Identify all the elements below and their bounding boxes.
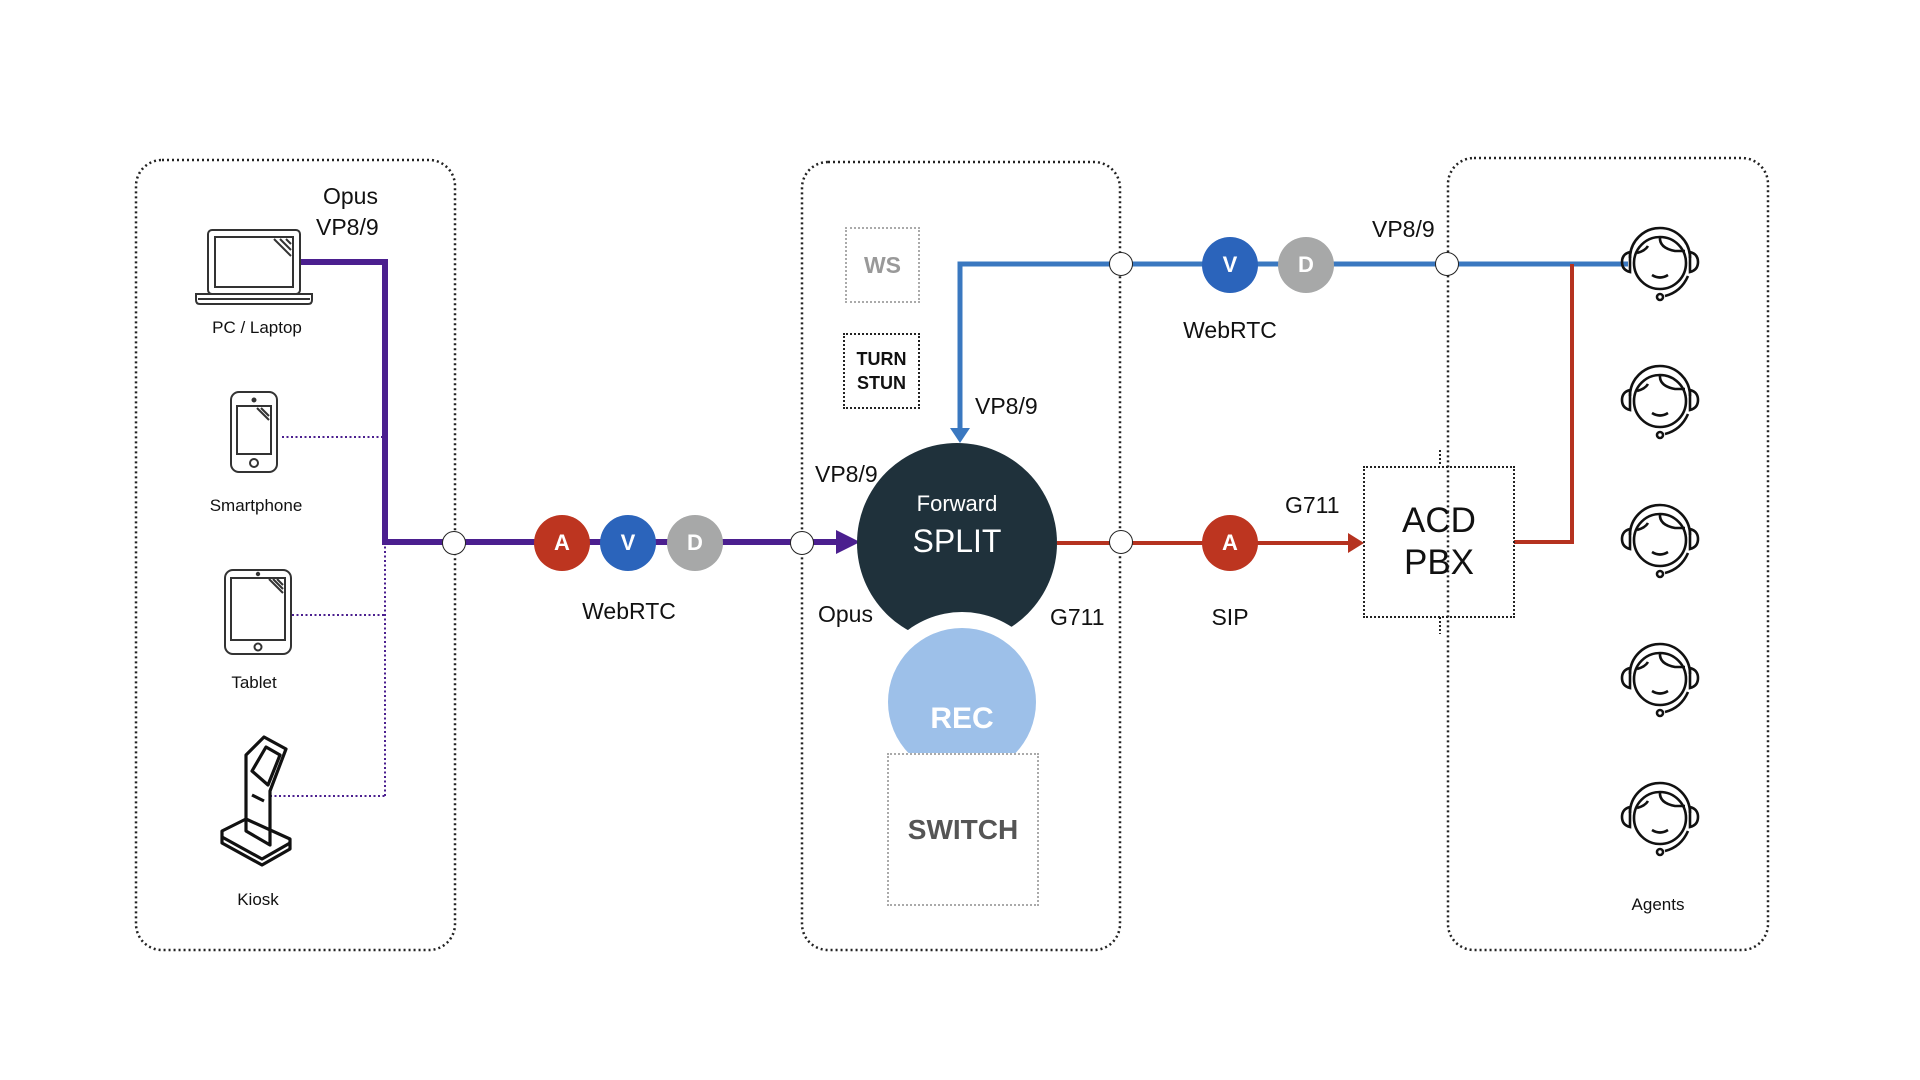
client-arrowhead: [836, 530, 860, 554]
clients-zone: [134, 158, 457, 952]
badge-video-agent: V: [1202, 237, 1258, 293]
server-codec-audio-out: G711: [1050, 604, 1105, 630]
zone-port-server-audio: [1109, 530, 1133, 554]
acd-pbx-box[interactable]: ACD PBX: [1363, 466, 1515, 618]
client-main-line: [300, 259, 838, 545]
badge-data: D: [667, 515, 723, 571]
device-label-smartphone: Smartphone: [209, 496, 303, 515]
zone-port-server-in: [790, 531, 814, 555]
pbx-line1: ACD: [1402, 501, 1476, 540]
zone-port-server-video: [1109, 252, 1133, 276]
agents-label: Agents: [1631, 895, 1685, 914]
zone-port-agents-video: [1435, 252, 1459, 276]
server-zone: [800, 160, 1122, 952]
turn-label: TURN: [856, 349, 907, 369]
client-codec-audio: Opus: [323, 183, 378, 209]
stun-label: STUN: [857, 373, 906, 393]
sip-arrowhead: [1348, 533, 1364, 553]
turn-stun-box: TURN STUN: [843, 333, 920, 409]
agent-headset-icon: [1617, 777, 1703, 863]
zone-port-clients: [442, 531, 466, 555]
tablet-icon: [224, 569, 292, 655]
device-branches: [270, 436, 386, 797]
client-link-protocol: WebRTC: [582, 598, 676, 624]
badge-video: V: [600, 515, 656, 571]
server-codec-audio-in: Opus: [818, 601, 873, 627]
server-codec-video-down: VP8/9: [975, 393, 1038, 419]
badge-audio-sip: A: [1202, 515, 1258, 571]
video-arrowhead: [950, 428, 970, 443]
laptop-icon: [195, 229, 313, 305]
agent-headset-icon: [1617, 638, 1703, 724]
kiosk-icon: [220, 735, 292, 867]
device-label-laptop: PC / Laptop: [212, 318, 302, 337]
badge-data-agent: D: [1278, 237, 1334, 293]
sip-protocol: SIP: [1211, 604, 1249, 630]
split-title: SPLIT: [912, 523, 1002, 559]
rec-label: REC: [930, 702, 994, 735]
agent-link-codec: VP8/9: [1372, 216, 1435, 242]
switch-box: SWITCH: [887, 753, 1039, 906]
badge-audio: A: [534, 515, 590, 571]
pbx-line2: PBX: [1403, 543, 1475, 582]
switch-label: SWITCH: [907, 813, 1019, 845]
ws-box: WS: [845, 227, 920, 303]
split-subtitle: Forward: [916, 491, 998, 516]
video-line: [957, 261, 1628, 430]
server-codec-video-in: VP8/9: [815, 461, 878, 487]
agent-headset-icon: [1617, 222, 1703, 308]
agent-link-protocol: WebRTC: [1183, 317, 1277, 343]
device-label-kiosk: Kiosk: [237, 890, 279, 909]
smartphone-icon: [230, 391, 278, 473]
split-engine[interactable]: Forward SPLIT: [857, 443, 1057, 643]
ws-label: WS: [863, 251, 902, 278]
agent-headset-icon: [1617, 499, 1703, 585]
device-label-tablet: Tablet: [231, 673, 277, 692]
sip-codec: G711: [1285, 492, 1340, 518]
client-codec-video: VP8/9: [316, 214, 379, 240]
rec-module[interactable]: REC: [888, 628, 1036, 776]
pbx-agent-line: [1514, 264, 1574, 544]
agent-headset-icon: [1617, 360, 1703, 446]
